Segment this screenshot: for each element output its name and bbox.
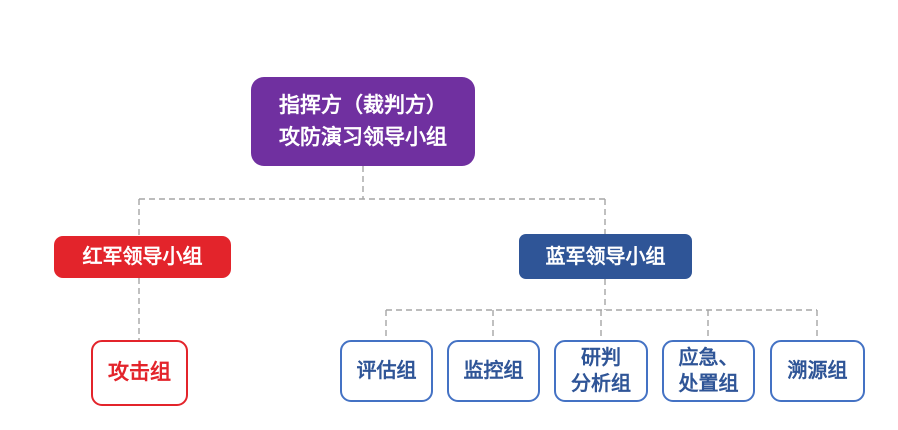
node-traceability-group: 溯源组 <box>770 340 865 402</box>
node-blue-team-group: 蓝军领导小组 <box>519 234 692 279</box>
node-red-team-group: 红军领导小组 <box>54 236 231 278</box>
node-attack-group: 攻击组 <box>91 340 188 406</box>
node-monitoring-group: 监控组 <box>447 340 540 402</box>
node-analysis-group: 研判 分析组 <box>554 340 648 402</box>
node-emergency-response-group: 应急、 处置组 <box>662 340 755 402</box>
connector-path <box>138 166 818 340</box>
node-evaluation-group: 评估组 <box>340 340 433 402</box>
node-command-group: 指挥方（裁判方） 攻防演习领导小组 <box>251 77 475 166</box>
